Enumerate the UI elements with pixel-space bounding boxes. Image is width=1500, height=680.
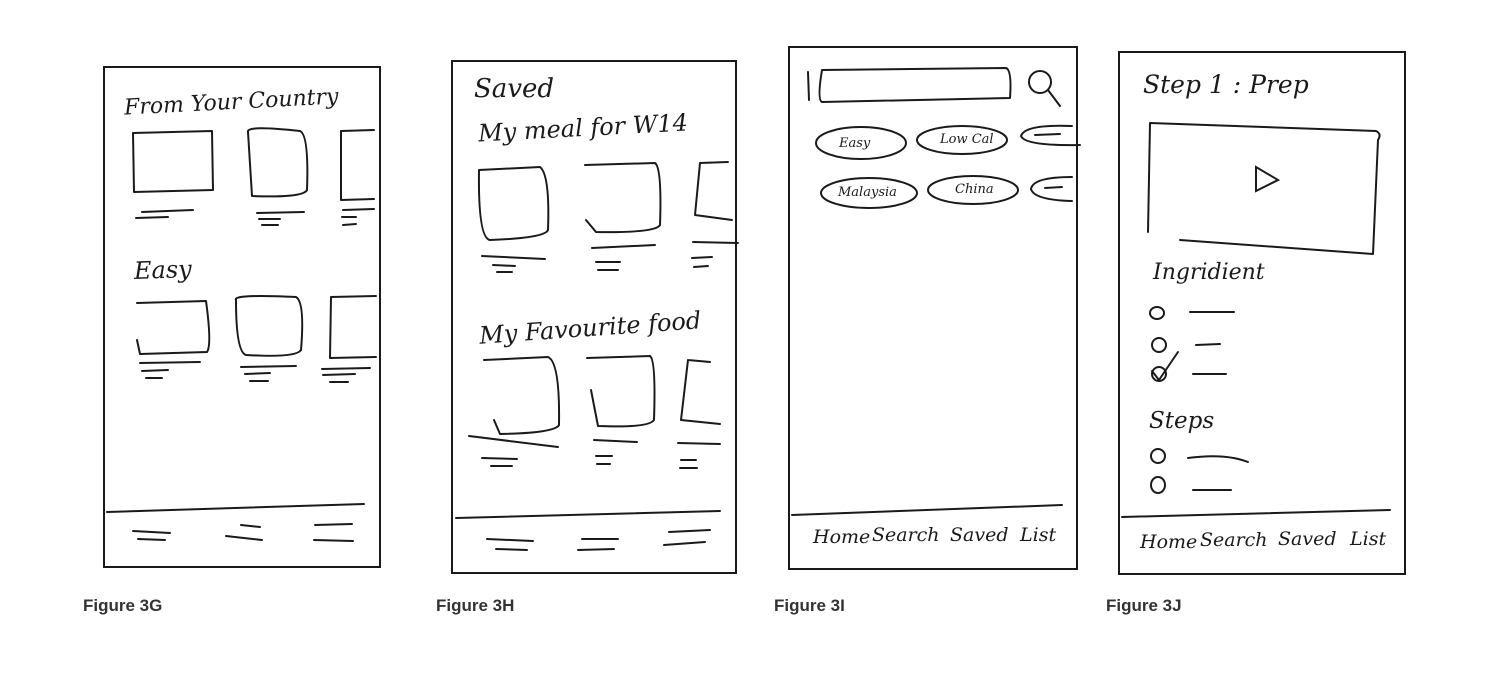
search-input[interactable] (807, 67, 1012, 103)
play-icon[interactable] (1255, 165, 1281, 193)
nav-saved[interactable]: Saved (1278, 528, 1337, 550)
checkbox-icon[interactable] (1151, 337, 1167, 353)
section-title-ingredient: Ingridient (1153, 260, 1265, 285)
filter-chip-low-cal[interactable] (916, 125, 1008, 155)
nav-item (313, 523, 354, 542)
nav-saved[interactable]: Saved (950, 524, 1009, 546)
recipe-thumbnail (132, 130, 214, 193)
chip-label-china: China (955, 182, 994, 197)
recipe-thumbnail (584, 162, 662, 234)
recipe-thumbnail (340, 129, 375, 201)
caption-line (256, 211, 305, 226)
nav-item (663, 529, 711, 546)
ingredient-line (1195, 343, 1221, 346)
caption-line (677, 442, 721, 469)
wireframe-3h-screen (451, 60, 737, 574)
filter-chip-more[interactable] (1030, 176, 1073, 202)
nav-search[interactable]: Search (1200, 529, 1268, 551)
caption-line (321, 367, 371, 383)
filter-chip-china[interactable] (927, 175, 1019, 205)
filter-chip-easy[interactable] (815, 126, 907, 160)
check-mark-icon (1151, 351, 1179, 381)
nav-list[interactable]: List (1350, 528, 1387, 550)
search-icon[interactable] (1028, 70, 1061, 107)
video-player (1147, 122, 1381, 255)
wireframe-3i-screen (788, 46, 1078, 570)
nav-divider (455, 510, 721, 519)
nav-divider (791, 504, 1063, 516)
nav-item (225, 524, 263, 541)
checkbox-icon[interactable] (1150, 448, 1166, 464)
caption-line (481, 255, 546, 273)
caption-line (135, 209, 194, 219)
caption-line (593, 439, 638, 465)
nav-item (577, 538, 619, 551)
caption-line (591, 244, 656, 271)
nav-list[interactable]: List (1020, 524, 1057, 546)
figure-caption: Figure 3J (1106, 596, 1182, 615)
recipe-thumbnail (680, 359, 721, 425)
caption-line (691, 241, 739, 268)
nav-home[interactable]: Home (813, 526, 871, 548)
chip-label-low-cal: Low Cal (940, 132, 994, 147)
screen-title-saved: Saved (474, 74, 555, 104)
recipe-thumbnail (477, 166, 550, 241)
recipe-thumbnail (234, 295, 304, 357)
filter-chip-malaysia[interactable] (820, 177, 918, 209)
nav-item (486, 538, 534, 551)
nav-search[interactable]: Search (872, 524, 940, 546)
nav-home[interactable]: Home (1140, 531, 1198, 553)
caption-line (240, 365, 297, 382)
wireframe-3g-screen (103, 66, 381, 568)
recipe-thumbnail (136, 300, 211, 355)
nav-divider (1121, 509, 1391, 518)
chip-label-easy: Easy (839, 136, 871, 151)
filter-chip-more[interactable] (1020, 124, 1081, 147)
section-title-steps: Steps (1149, 408, 1215, 434)
nav-divider (106, 503, 365, 513)
figure-caption: Figure 3H (436, 596, 515, 615)
checkbox-icon[interactable] (1149, 306, 1165, 320)
nav-item (132, 530, 171, 541)
step-line (1187, 455, 1249, 463)
recipe-thumbnail (483, 356, 561, 435)
recipe-thumbnail (586, 355, 656, 428)
chip-label-malaysia: Malaysia (838, 185, 897, 200)
wireframe-3j-screen (1118, 51, 1406, 575)
checkbox-icon[interactable] (1150, 476, 1166, 494)
caption-line (468, 435, 559, 467)
figure-caption: Figure 3G (83, 596, 163, 615)
caption-line (139, 361, 201, 379)
recipe-thumbnail (247, 127, 309, 198)
recipe-thumbnail (694, 161, 733, 221)
screen-title-step-1: Step 1 : Prep (1143, 70, 1309, 99)
caption-line (341, 208, 375, 226)
figure-caption: Figure 3I (774, 596, 845, 615)
recipe-thumbnail (329, 295, 377, 359)
